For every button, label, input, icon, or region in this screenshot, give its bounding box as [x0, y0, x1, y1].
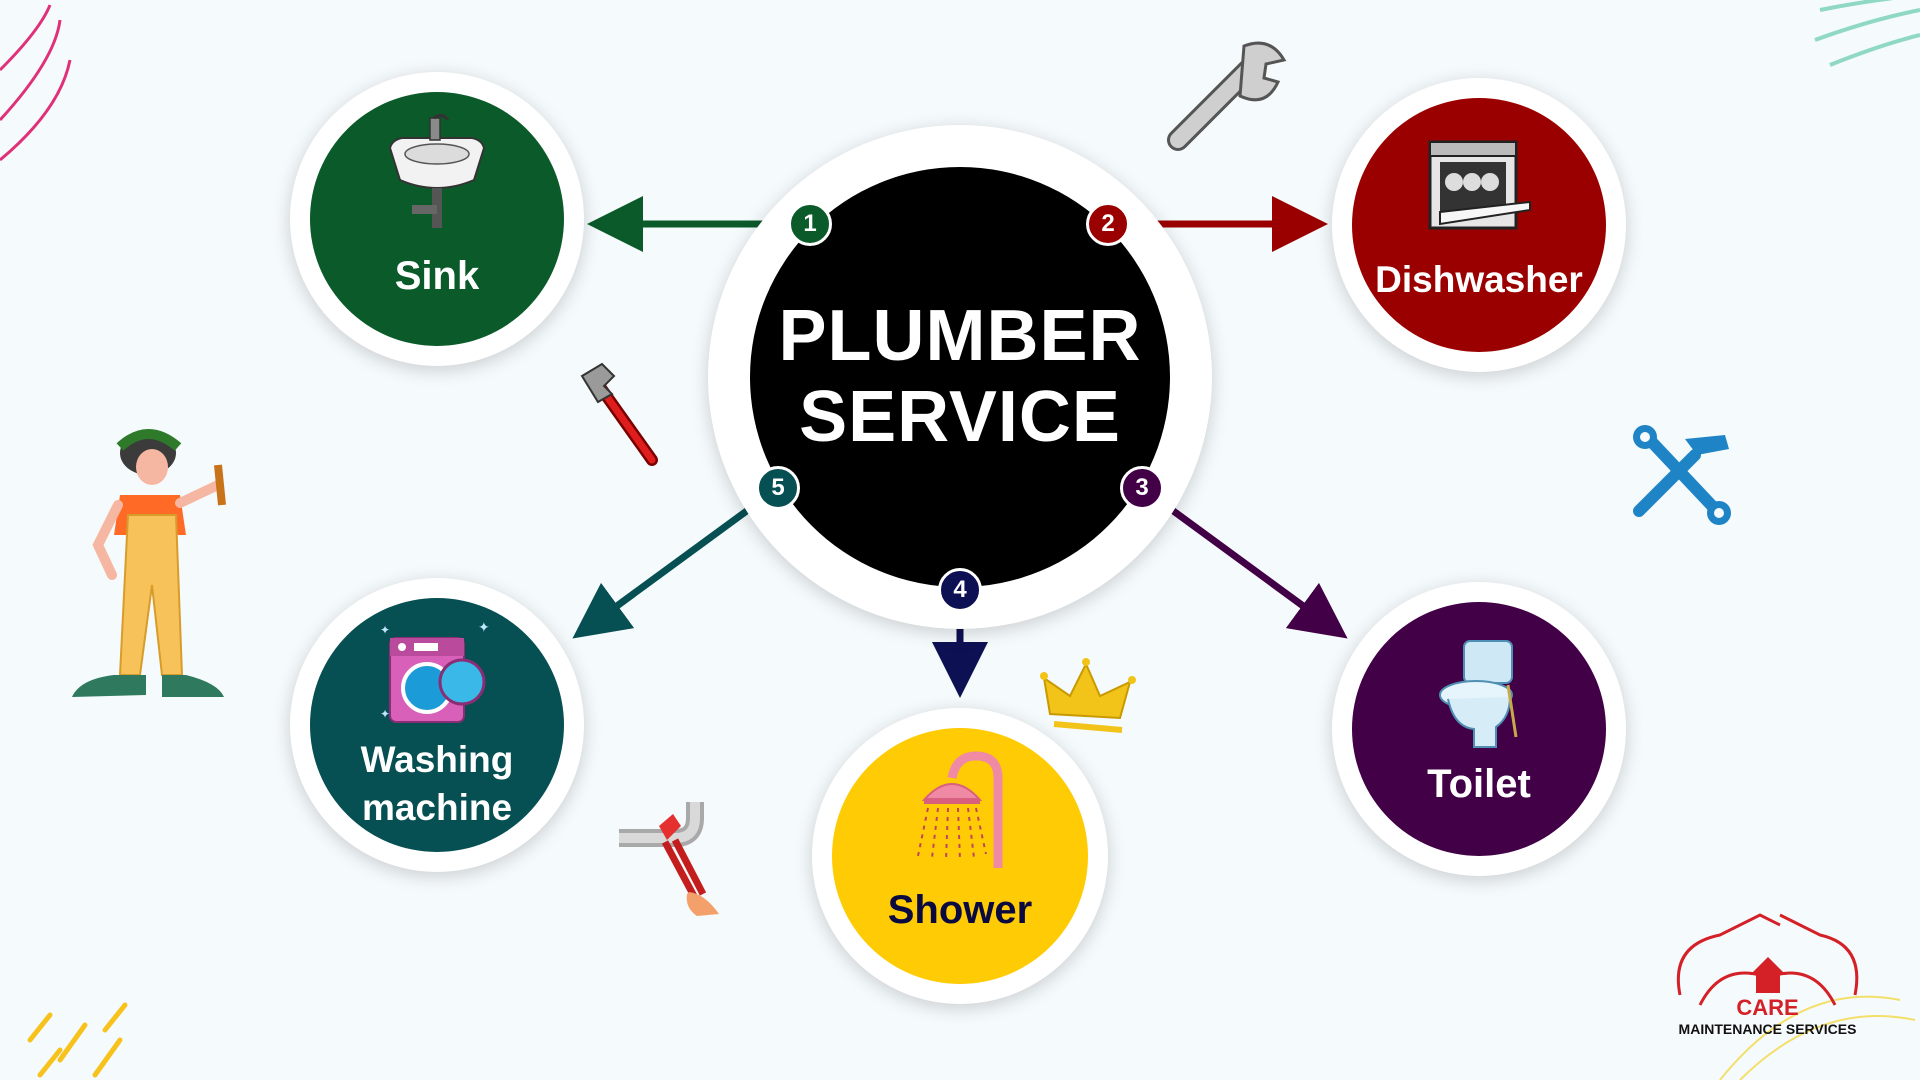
shower-label: Shower — [887, 888, 1033, 932]
tools-cross-icon — [1633, 425, 1731, 525]
pink-scribble — [0, 4, 72, 162]
center-node: PLUMBER SERVICE — [708, 125, 1212, 629]
node-sink: Sink — [290, 72, 584, 366]
badge-2: 2 — [1086, 202, 1130, 246]
sink-icon — [388, 113, 486, 228]
washing-machine-icon: ✦ ✦ ✦ — [380, 620, 490, 723]
plumber-woman-illustration — [72, 429, 226, 697]
shower-disc: Shower — [832, 728, 1088, 984]
toilet-icon — [1439, 640, 1518, 748]
toilet-disc: Toilet — [1352, 602, 1606, 856]
washing-machine-label-line2: machine — [361, 787, 513, 828]
center-disc: PLUMBER SERVICE — [750, 167, 1170, 587]
center-title-line1: PLUMBER — [778, 296, 1142, 377]
logo-hands-house-icon — [1676, 913, 1859, 1006]
badge-5: 5 — [756, 466, 800, 510]
svg-text:✦: ✦ — [478, 620, 490, 636]
teal-scribble — [1814, 0, 1920, 67]
pipe-wrench-icon — [580, 362, 658, 466]
dishwasher-icon — [1428, 140, 1531, 230]
wrench-icon — [1167, 41, 1287, 151]
logo-text-line2: MAINTENANCE SERVICES — [1678, 1021, 1857, 1037]
dishwasher-disc: Dishwasher — [1352, 98, 1606, 352]
toilet-label: Toilet — [1427, 762, 1531, 806]
sink-label: Sink — [394, 254, 480, 298]
shower-icon — [917, 751, 1003, 868]
badge-4: 4 — [938, 568, 982, 612]
node-washing-machine: ✦ ✦ ✦ Washing machine — [290, 578, 584, 872]
logo-text-line1: CARE — [1736, 995, 1799, 1020]
sink-disc: Sink — [310, 92, 564, 346]
pipe-repair-icon — [619, 802, 719, 916]
node-toilet: Toilet — [1332, 582, 1626, 876]
svg-text:✦: ✦ — [380, 623, 390, 637]
washing-machine-disc: ✦ ✦ ✦ Washing machine — [310, 598, 564, 852]
badge-3: 3 — [1120, 466, 1164, 510]
yellow-dashes — [27, 1002, 128, 1078]
node-shower: Shower — [812, 708, 1108, 1004]
washing-machine-label-line1: Washing — [360, 739, 514, 780]
dishwasher-label: Dishwasher — [1375, 259, 1583, 300]
badge-1: 1 — [788, 202, 832, 246]
crown-icon — [1040, 658, 1136, 733]
company-logo: CARE MAINTENANCE SERVICES — [1660, 905, 1875, 1045]
yellow-swoop — [1719, 995, 1916, 1080]
node-dishwasher: Dishwasher — [1332, 78, 1626, 372]
center-title-line2: SERVICE — [799, 377, 1121, 457]
svg-text:✦: ✦ — [380, 707, 390, 721]
